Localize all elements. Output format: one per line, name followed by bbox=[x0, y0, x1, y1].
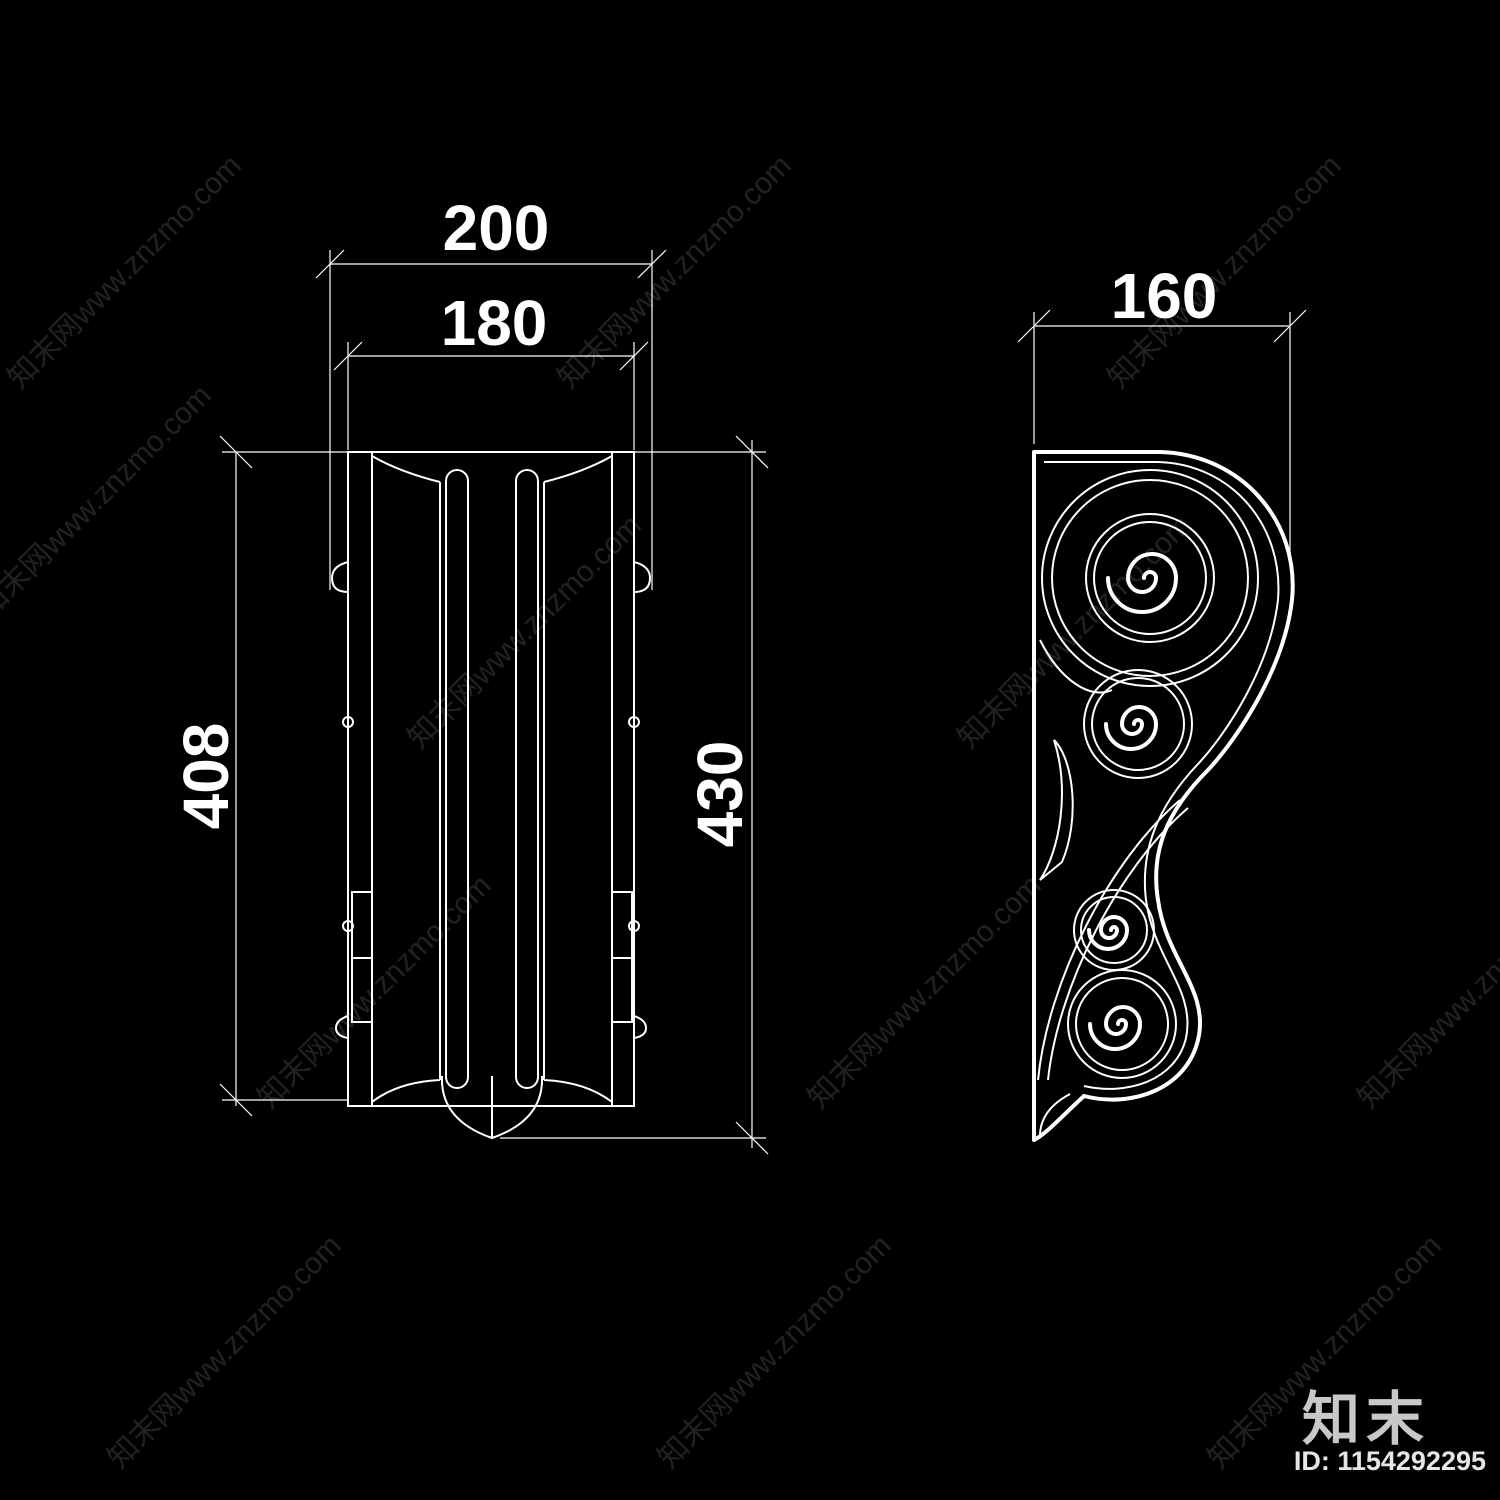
bracket-side-profile bbox=[1032, 450, 1295, 1142]
watermark-text: 知末网www.znzmo.com bbox=[0, 379, 218, 625]
dim-label-160: 160 bbox=[1111, 260, 1218, 332]
front-view: 200 180 408 430 bbox=[170, 192, 769, 1155]
bracket-side-ears bbox=[330, 561, 652, 1039]
scroll-top bbox=[1041, 469, 1259, 687]
dim-depth-160: 160 bbox=[1017, 260, 1307, 560]
watermark-text: 知末网www.znzmo.com bbox=[552, 149, 798, 395]
watermark-text: 知末网www.znzmo.com bbox=[252, 869, 498, 1115]
watermark-text: 知末网www.znzmo.com bbox=[802, 869, 1048, 1115]
scroll-bottom bbox=[1067, 969, 1177, 1079]
image-id-label: ID: 1154292295 bbox=[1293, 1446, 1486, 1476]
dim-label-430: 430 bbox=[684, 741, 756, 848]
dim-width-200: 200 bbox=[315, 192, 667, 590]
dim-height-408: 408 bbox=[170, 435, 348, 1117]
watermark-text: 知末网www.znzmo.com bbox=[2, 149, 248, 395]
dim-width-180: 180 bbox=[333, 287, 649, 450]
watermark-text: 知末网www.znzmo.com bbox=[1352, 869, 1500, 1115]
watermark-text: 知末网www.znzmo.com bbox=[402, 509, 648, 755]
watermark-logo: 知末 bbox=[1301, 1385, 1430, 1453]
watermark-text: 知末网www.znzmo.com bbox=[952, 509, 1198, 755]
dim-label-408: 408 bbox=[170, 723, 242, 830]
dim-label-180: 180 bbox=[441, 287, 548, 359]
dim-height-430: 430 bbox=[500, 435, 769, 1155]
watermark-text: 知末网www.znzmo.com bbox=[652, 1229, 898, 1475]
side-view: 160 bbox=[1017, 260, 1307, 1142]
scroll-lower-small bbox=[1073, 889, 1155, 971]
scroll-middle bbox=[1083, 669, 1193, 779]
watermark-text: 知末网www.znzmo.com bbox=[102, 1229, 348, 1475]
dim-label-200: 200 bbox=[443, 192, 550, 264]
